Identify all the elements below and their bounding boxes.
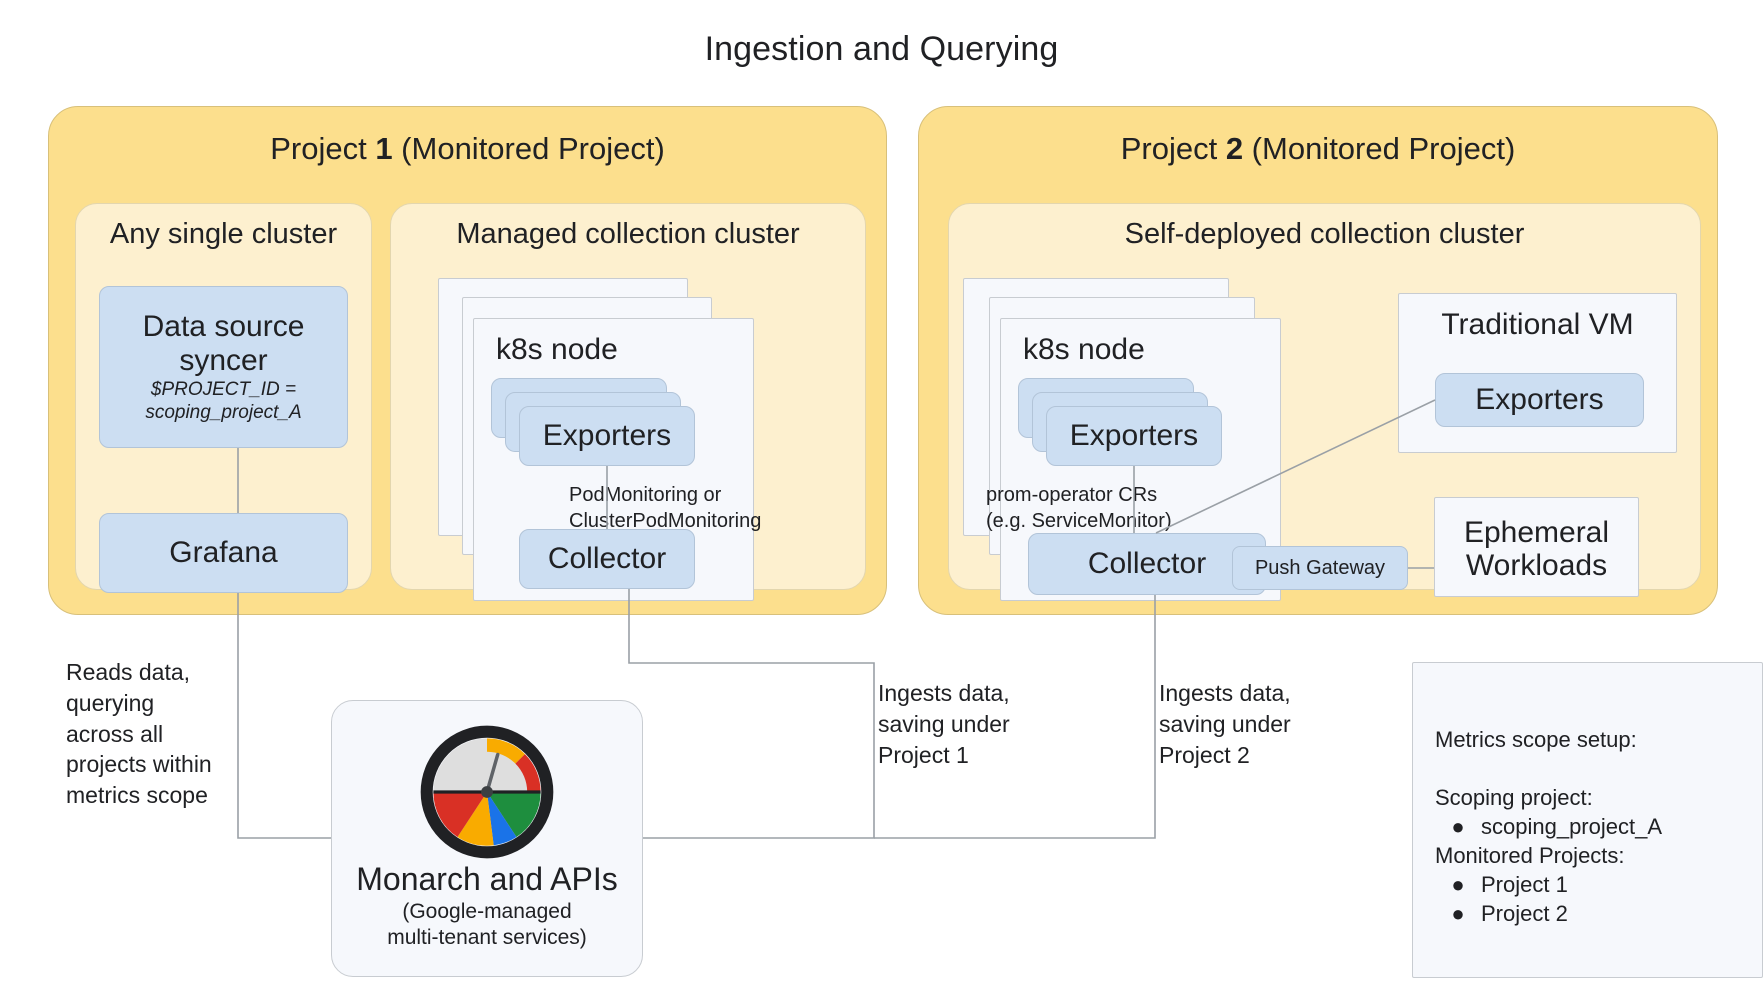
ingest-project1-label: Ingests data, saving under Project 1 <box>878 680 1010 768</box>
project-1-title-suffix: (Monitored Project) <box>392 131 665 166</box>
monarch-logo-icon <box>420 725 554 859</box>
collector-label-p1: Collector <box>547 542 667 576</box>
page-title: Ingestion and Querying <box>704 30 1059 68</box>
k8s-node-label-p2: k8s node <box>1023 333 1145 366</box>
grafana-box[interactable]: Grafana <box>99 513 348 593</box>
project-1-title: Project 1 (Monitored Project) <box>49 131 886 167</box>
traditional-vm-title: Traditional VM <box>1441 308 1634 341</box>
monitored-project-value-1: Project 1 <box>1481 872 1568 898</box>
data-source-syncer-sub: $PROJECT_ID = scoping_project_A <box>145 379 302 423</box>
podmonitoring-edge-label: PodMonitoring or ClusterPodMonitoring <box>569 484 762 532</box>
data-source-syncer-label: Data source syncer <box>142 310 305 377</box>
project-2-title-number: 2 <box>1225 131 1244 166</box>
project-2-title: Project 2 (Monitored Project) <box>919 131 1717 167</box>
monarch-subtitle: (Google-managed multi-tenant services) <box>387 900 587 950</box>
project-1-title-number: 1 <box>375 131 393 166</box>
collector-label-p2: Collector <box>1087 547 1207 581</box>
prom-operator-edge-label: prom-operator CRs (e.g. ServiceMonitor) <box>986 484 1172 532</box>
project-1-title-prefix: Project <box>270 131 376 166</box>
vm-exporters-box[interactable]: Exporters <box>1435 373 1644 427</box>
bullet-icon: ● <box>1451 901 1465 927</box>
push-gateway-label: Push Gateway <box>1254 556 1386 579</box>
reads-data-label: Reads data, querying across all projects… <box>66 659 212 809</box>
scope-heading: Metrics scope setup: <box>1435 727 1637 752</box>
monitored-project-item-2: ● Project 2 <box>1435 899 1752 928</box>
wire-collector1-monarch <box>623 589 875 839</box>
exporters-box-p2[interactable]: Exporters <box>1046 406 1222 466</box>
grafana-label: Grafana <box>169 536 278 570</box>
k8s-node-label-p1: k8s node <box>496 333 618 366</box>
scoping-project-label: Scoping project: <box>1435 785 1593 811</box>
monitored-projects-label: Monitored Projects: <box>1435 843 1625 869</box>
ephemeral-workloads-box[interactable]: Ephemeral Workloads <box>1434 497 1639 597</box>
scoping-project-value: scoping_project_A <box>1481 814 1663 840</box>
project-2-title-suffix: (Monitored Project) <box>1243 131 1516 166</box>
vm-exporters-label: Exporters <box>1475 383 1604 417</box>
data-source-syncer-box[interactable]: Data source syncer $PROJECT_ID = scoping… <box>99 286 348 448</box>
monarch-card[interactable]: Monarch and APIs (Google-managed multi-t… <box>331 700 643 977</box>
ingest-project2-label: Ingests data, saving under Project 2 <box>1159 680 1291 768</box>
self-deployed-cluster-title: Self-deployed collection cluster <box>1124 218 1525 250</box>
exporters-box-p1[interactable]: Exporters <box>519 406 695 466</box>
monitored-project-item-1: ● Project 1 <box>1435 870 1752 899</box>
metrics-scope-content: Metrics scope setup: Scoping project: ● … <box>1435 725 1752 928</box>
project-2-title-prefix: Project <box>1120 131 1226 166</box>
collector-box-p1[interactable]: Collector <box>519 529 695 589</box>
push-gateway-box[interactable]: Push Gateway <box>1232 546 1408 590</box>
scope-spacer <box>1435 754 1752 783</box>
metrics-scope-box: Metrics scope setup: Scoping project: ● … <box>1412 662 1763 978</box>
collector-box-p2[interactable]: Collector <box>1028 533 1266 595</box>
bullet-icon: ● <box>1451 814 1465 840</box>
monarch-title: Monarch and APIs <box>356 861 618 897</box>
ephemeral-workloads-title: Ephemeral Workloads <box>1463 516 1610 582</box>
monitored-project-value-2: Project 2 <box>1481 901 1568 927</box>
exporters-label-p1: Exporters <box>542 419 672 453</box>
bullet-icon: ● <box>1451 872 1465 898</box>
exporters-label-p2: Exporters <box>1069 419 1199 453</box>
scoping-project-item: ● scoping_project_A <box>1435 812 1752 841</box>
any-single-cluster-title: Any single cluster <box>109 218 338 250</box>
managed-collection-cluster-title: Managed collection cluster <box>456 218 800 250</box>
